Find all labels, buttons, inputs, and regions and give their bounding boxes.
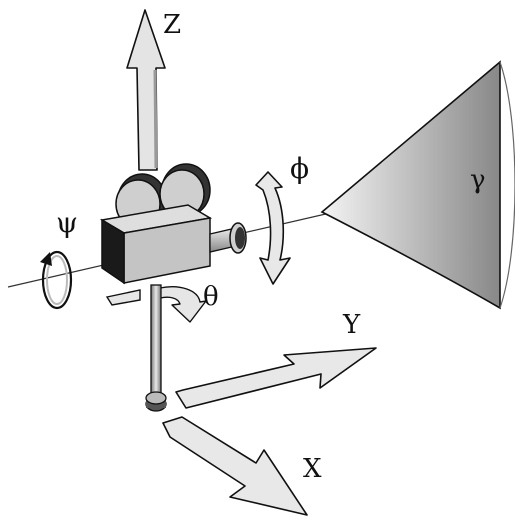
psi-rotation-ring bbox=[40, 250, 73, 310]
camera-lens bbox=[209, 222, 247, 254]
view-cone bbox=[320, 60, 515, 310]
phi-label: ϕ bbox=[290, 152, 309, 185]
y-axis-arrow bbox=[175, 347, 377, 409]
theta-rotation-arrow bbox=[105, 286, 207, 323]
phi-rotation-arrow bbox=[255, 171, 291, 285]
psi-label: ψ bbox=[56, 206, 78, 239]
z-axis-arrow bbox=[126, 9, 166, 171]
gamma-label: γ bbox=[470, 165, 486, 195]
x-axis-label: X bbox=[303, 454, 322, 484]
z-axis-label: Z bbox=[163, 10, 181, 40]
camera-body bbox=[99, 204, 213, 285]
x-axis-arrow bbox=[162, 416, 308, 516]
camera-pole bbox=[145, 284, 167, 412]
y-axis-label: Y bbox=[342, 310, 361, 340]
theta-label: θ bbox=[203, 282, 219, 312]
